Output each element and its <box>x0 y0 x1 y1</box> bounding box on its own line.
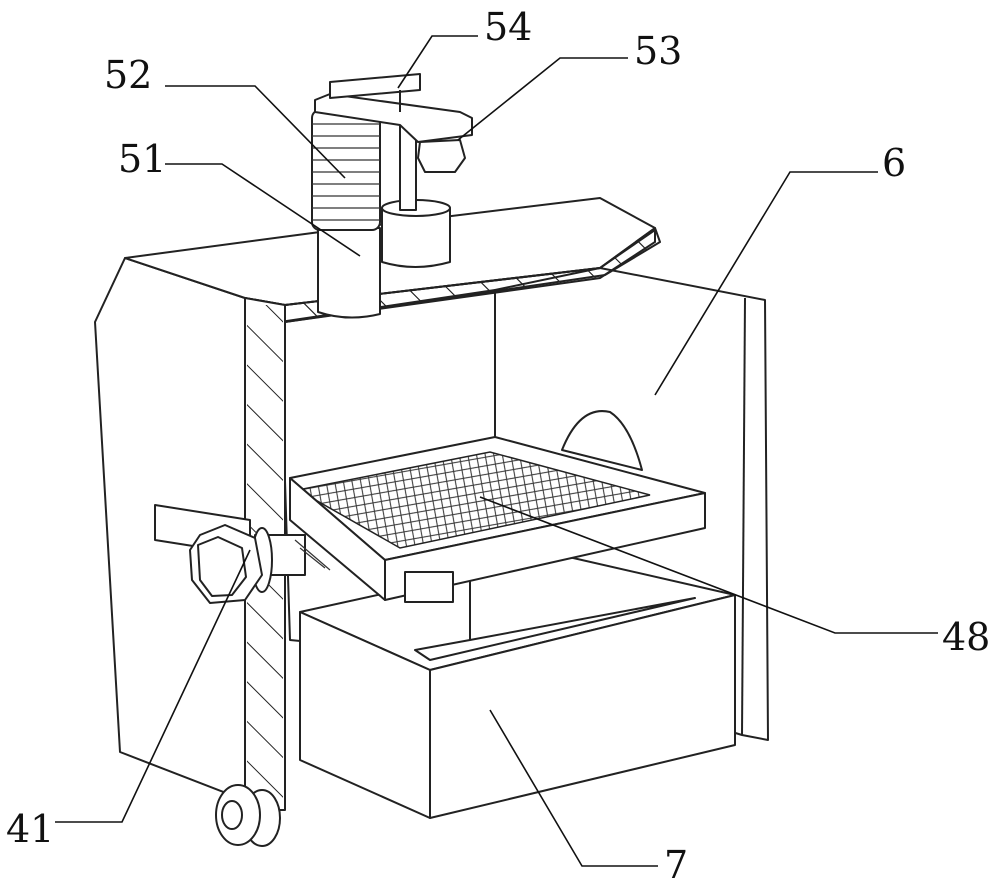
label-53: 53 <box>634 29 682 73</box>
label-52: 52 <box>104 53 152 97</box>
spring-52 <box>312 110 380 230</box>
label-41: 41 <box>6 807 54 851</box>
label-51: 51 <box>118 137 166 181</box>
label-7: 7 <box>664 843 688 885</box>
label-54: 54 <box>484 5 532 49</box>
column-51 <box>318 228 380 318</box>
label-48: 48 <box>942 615 990 659</box>
wheel <box>216 785 280 846</box>
label-6: 6 <box>882 141 906 185</box>
